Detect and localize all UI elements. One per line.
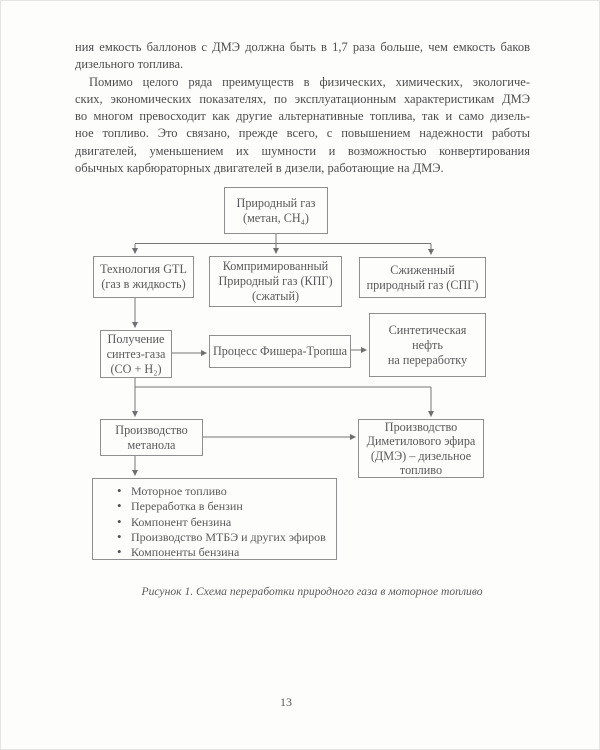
flow-box-label: Технология GTL(газ в жидкость): [100, 262, 187, 291]
flow-box-fischer-tropsch: Процесс Фишера-Тропша: [209, 335, 351, 368]
paragraph-advantages: Помимо целого ряда преимуществ в физичес…: [75, 74, 530, 176]
page-number: 13: [280, 695, 292, 709]
methanol-uses-list: Моторное топливоПереработка в бензинКомп…: [117, 483, 328, 560]
flow-box-label: Природный газ(метан, СН₄): [236, 195, 316, 225]
body-text: ния емкость баллонов с ДМЭ должна быть в…: [75, 39, 530, 177]
paragraph-continued: ния емкость баллонов с ДМЭ должна быть в…: [75, 40, 530, 72]
flow-box-gtl: Технология GTL(газ в жидкость): [93, 256, 194, 298]
flow-box-methanol-uses: Моторное топливоПереработка в бензинКомп…: [92, 478, 337, 560]
flow-box-label: Процесс Фишера-Тропша: [212, 344, 348, 358]
flow-box-natural-gas: Природный газ(метан, СН₄): [224, 187, 328, 234]
figure-caption: Рисунок 1. Схема переработки природного …: [141, 585, 483, 598]
